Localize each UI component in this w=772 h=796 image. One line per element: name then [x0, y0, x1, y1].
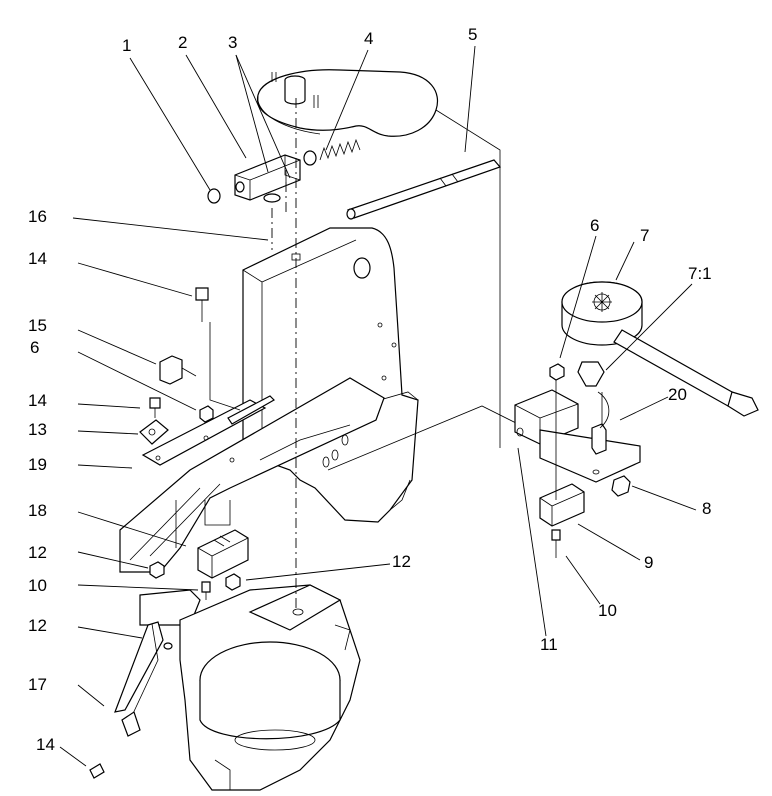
callout-6: 6	[590, 216, 599, 235]
spring-part-4	[303, 138, 361, 166]
callout-7-1: 7:1	[688, 264, 712, 283]
lever-part-17	[89, 621, 173, 779]
callout-18: 18	[28, 501, 47, 520]
bracket-part-2	[207, 154, 301, 204]
callout-labels: 1 2 3 4 5 16 14 15 6 14 13 19 18 12 10 1…	[28, 25, 712, 754]
rod-part-5	[346, 159, 502, 220]
callout-11: 11	[540, 635, 558, 654]
callout-9: 9	[644, 553, 653, 572]
lower-housing-assembly	[139, 584, 361, 791]
callout-14: 14	[28, 249, 47, 268]
bracket-plate-part-19	[139, 395, 275, 466]
callout-12: 12	[392, 552, 411, 571]
callout-12: 12	[28, 616, 47, 635]
callout-10: 10	[28, 576, 47, 595]
callout-3: 3	[228, 33, 237, 52]
assembly-lines	[209, 98, 521, 612]
main-frame-plate	[242, 227, 419, 523]
callout-17: 17	[28, 675, 47, 694]
switch-part-18	[197, 529, 249, 579]
knob-part-7	[561, 281, 759, 417]
plate-part-4	[256, 69, 438, 137]
bracket-part-11	[514, 389, 641, 483]
lower-frame-part-19	[119, 377, 385, 573]
callout-6: 6	[30, 338, 39, 357]
callout-5: 5	[468, 25, 477, 44]
callout-1: 1	[122, 36, 131, 55]
callout-12: 12	[28, 543, 47, 562]
callout-8: 8	[702, 499, 711, 518]
callout-13: 13	[28, 420, 47, 439]
callout-4: 4	[364, 29, 373, 48]
callout-2: 2	[178, 33, 187, 52]
callout-19: 19	[28, 455, 47, 474]
callout-14: 14	[28, 391, 47, 410]
hardware-right	[539, 361, 631, 558]
callout-15: 15	[28, 316, 47, 335]
callout-16: 16	[28, 207, 47, 226]
leader-lines	[59, 45, 697, 767]
callout-20: 20	[668, 385, 687, 404]
callout-10: 10	[598, 601, 617, 620]
bolts-left	[149, 287, 241, 600]
callout-14: 14	[36, 735, 55, 754]
callout-7: 7	[640, 226, 649, 245]
